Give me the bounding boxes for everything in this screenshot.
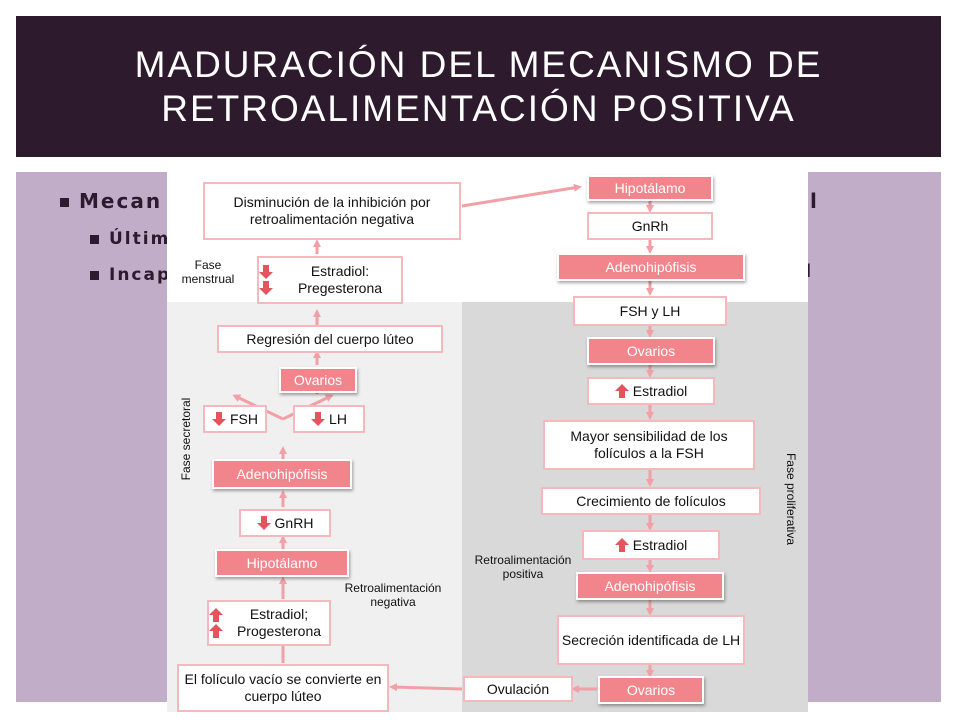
estradiol-up-right-1-box: Estradiol	[587, 377, 715, 405]
arrow-up-icon	[614, 384, 629, 398]
foliculo-vacio-box: El folículo vacío se convierte en cuerpo…	[177, 664, 389, 712]
estradiol-right-2-label: Estradiol	[632, 536, 688, 553]
lh-left-label: LH	[329, 410, 347, 427]
arrow-down-icon	[311, 412, 326, 426]
ovulacion-label: Ovulación	[486, 680, 550, 697]
foliculo-vacio-label: El folículo vacío se convierte en cuerpo…	[184, 671, 382, 704]
hipotalamo-left-box: Hipotálamo	[215, 549, 349, 577]
bullet-1-text: Mecan	[79, 189, 163, 213]
fsh-left-label: FSH	[230, 410, 258, 427]
regresion-cuerpo-luteo-label: Regresión del cuerpo lúteo	[246, 330, 414, 347]
lh-down-box: LH	[293, 405, 365, 433]
estradiol-progesterona-up-label: Estradiol; Progesterona	[236, 606, 322, 639]
retroalimentacion-negativa-label: Retroalimentación negativa	[344, 581, 442, 609]
crecimiento-foliculos-label: Crecimiento de folículos	[576, 492, 726, 509]
ovarios-right-bottom-label: Ovarios	[626, 681, 676, 698]
hipotalamo-right-label: Hipotálamo	[614, 179, 686, 196]
bullet-square-icon	[90, 270, 99, 280]
arrow-pair	[209, 608, 227, 638]
disminucion-inhibicion-label: Disminución de la inhibición por retroal…	[233, 194, 431, 227]
arrow-down-icon	[256, 516, 271, 530]
ovulacion-box: Ovulación	[463, 676, 573, 702]
estradiol-right-1-label: Estradiol	[632, 382, 688, 399]
bullet-3: Incap	[90, 265, 171, 285]
adenohipofisis-right-bottom-label: Adenohipófisis	[604, 577, 696, 594]
cycle-diagram: Hipotálamo GnRh Adenohipófisis FSH y LH …	[167, 172, 808, 712]
adenohipofisis-right-bottom-box: Adenohipófisis	[576, 572, 724, 600]
gnrh-left-label: GnRH	[274, 514, 314, 531]
ovarios-right-bottom-box: Ovarios	[598, 676, 704, 704]
gnrh-left-box: GnRH	[239, 509, 331, 537]
bullet-1-fragment: l	[810, 189, 817, 213]
estradiol-up-right-2-box: Estradiol	[582, 530, 720, 560]
title-line-2: RETROALIMENTACIÓN POSITIVA	[161, 87, 796, 129]
gnrh-right-box: GnRh	[587, 212, 713, 240]
arrow-pair	[259, 265, 277, 295]
hipotalamo-left-label: Hipotálamo	[246, 554, 318, 571]
slide-title: MADURACIÓN DEL MECANISMO DE RETROALIMENT…	[135, 43, 823, 131]
mayor-sensibilidad-box: Mayor sensibilidad de los folículos a la…	[543, 420, 755, 470]
mayor-sensibilidad-label: Mayor sensibilidad de los folículos a la…	[570, 428, 728, 461]
fase-proliferativa-label: Fase proliferativa	[784, 452, 798, 546]
crecimiento-foliculos-box: Crecimiento de folículos	[541, 487, 761, 515]
title-line-1: MADURACIÓN DEL MECANISMO DE	[134, 43, 823, 85]
bullet-2-text: Últim	[109, 229, 171, 249]
bullet-3-text: Incap	[109, 265, 172, 285]
arrow-down-icon	[259, 281, 273, 295]
adenohipofisis-left-label: Adenohipófisis	[236, 465, 328, 482]
fsh-lh-label: FSH y LH	[619, 302, 681, 319]
ovarios-right-top-label: Ovarios	[626, 342, 676, 359]
adenohipofisis-left-box: Adenohipófisis	[212, 459, 352, 489]
arrow-down-icon	[259, 265, 273, 279]
fsh-down-box: FSH	[203, 405, 267, 433]
arrow-up-icon	[614, 538, 629, 552]
estradiol-progesterona-down-box: Estradiol: Pregesterona	[257, 256, 403, 304]
fase-secretoral-label: Fase secretoral	[179, 397, 193, 481]
bullet-3-fragment: l	[805, 261, 812, 282]
fase-menstrual-label: Fase menstrual	[181, 258, 235, 286]
adenohipofisis-right-top-label: Adenohipófisis	[605, 258, 697, 275]
adenohipofisis-right-top-box: Adenohipófisis	[557, 253, 745, 281]
bullet-square-icon	[60, 198, 69, 207]
gnrh-right-label: GnRh	[631, 217, 669, 234]
bullet-1: Mecan	[60, 189, 162, 213]
arrow-up-icon	[209, 608, 223, 622]
hipotalamo-right-box: Hipotálamo	[587, 175, 713, 201]
bullet-square-icon	[90, 234, 99, 244]
fsh-lh-box: FSH y LH	[573, 296, 727, 326]
estradiol-progesterona-down-label: Estradiol: Pregesterona	[297, 263, 383, 296]
ovarios-left-label: Ovarios	[293, 371, 343, 388]
disminucion-inhibicion-box: Disminución de la inhibición por retroal…	[203, 182, 461, 240]
regresion-cuerpo-luteo-box: Regresión del cuerpo lúteo	[217, 325, 443, 353]
secrecion-lh-label: Secreción identificada de LH	[561, 631, 741, 648]
retroalimentacion-positiva-label: Retroalimentación positiva	[474, 553, 572, 581]
bullet-2: Últim	[90, 229, 170, 249]
ovarios-left-box: Ovarios	[279, 367, 357, 393]
arrow-up-icon	[209, 624, 223, 638]
arrow-down-icon	[212, 412, 226, 426]
secrecion-lh-box: Secreción identificada de LH	[557, 615, 745, 665]
title-bar: MADURACIÓN DEL MECANISMO DE RETROALIMENT…	[16, 16, 941, 157]
estradiol-progesterona-up-box: Estradiol; Progesterona	[207, 600, 331, 646]
ovarios-right-top-box: Ovarios	[587, 337, 715, 365]
